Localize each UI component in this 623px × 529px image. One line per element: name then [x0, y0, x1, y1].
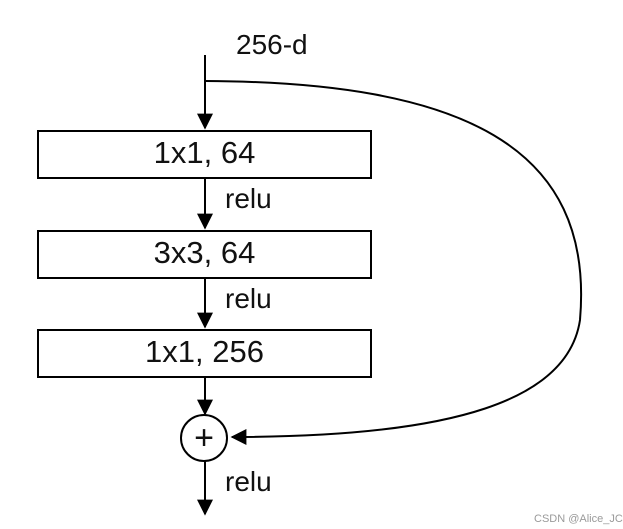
layer-box-2 — [37, 230, 372, 279]
watermark-text: CSDN @Alice_JC — [534, 513, 623, 525]
activation-label-2: relu — [225, 283, 272, 314]
layer-label-1: 1x1, 64 — [154, 135, 256, 170]
input-label: 256-d — [236, 29, 308, 60]
activation-label-3: relu — [225, 466, 272, 497]
layer-label-2: 3x3, 64 — [154, 235, 256, 270]
activation-label-1: relu — [225, 183, 272, 214]
shortcut-connection — [204, 80, 583, 445]
layer-label-3: 1x1, 256 — [145, 334, 264, 369]
add-symbol: + — [194, 419, 214, 457]
layer-box-3 — [37, 329, 372, 378]
